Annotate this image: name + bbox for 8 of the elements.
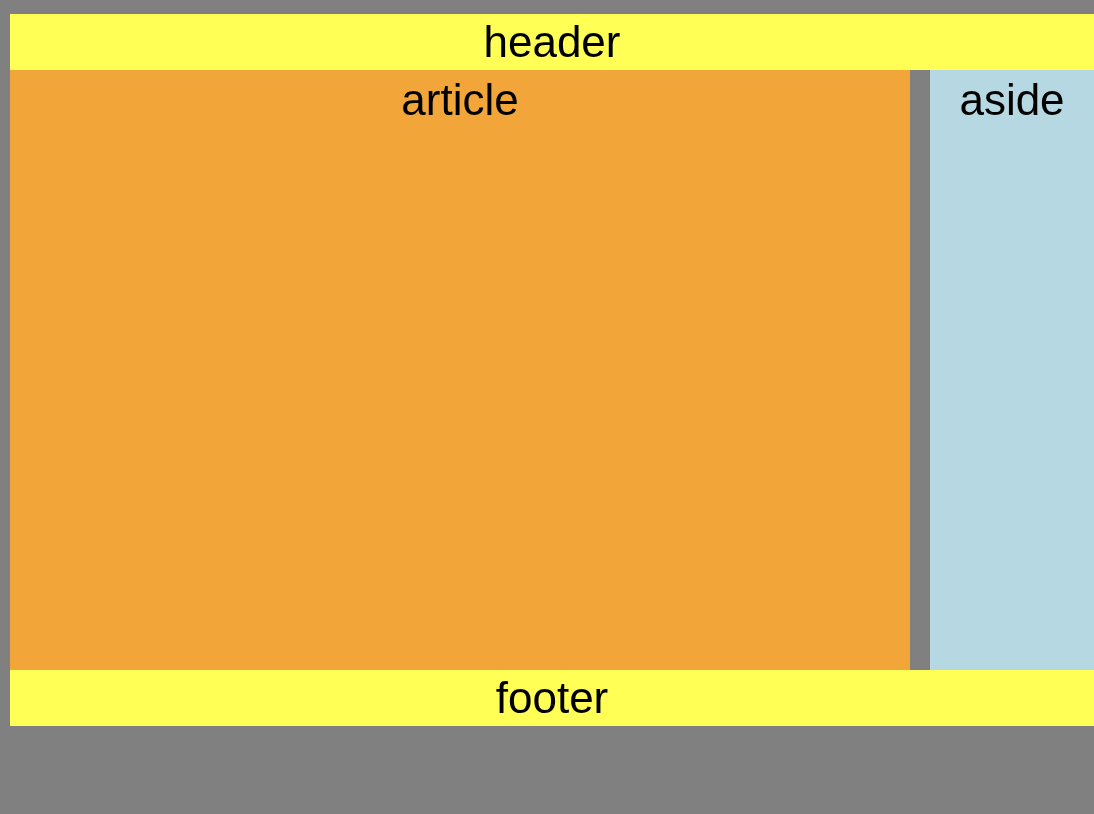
region-label: aside bbox=[959, 74, 1065, 126]
article-panel bbox=[10, 70, 910, 670]
region-label: header bbox=[483, 16, 621, 68]
region-label: footer bbox=[495, 672, 609, 724]
region-label: article bbox=[401, 74, 519, 126]
aside-panel bbox=[930, 70, 1094, 670]
header-bar bbox=[10, 14, 1094, 70]
footer-bar bbox=[10, 670, 1094, 726]
